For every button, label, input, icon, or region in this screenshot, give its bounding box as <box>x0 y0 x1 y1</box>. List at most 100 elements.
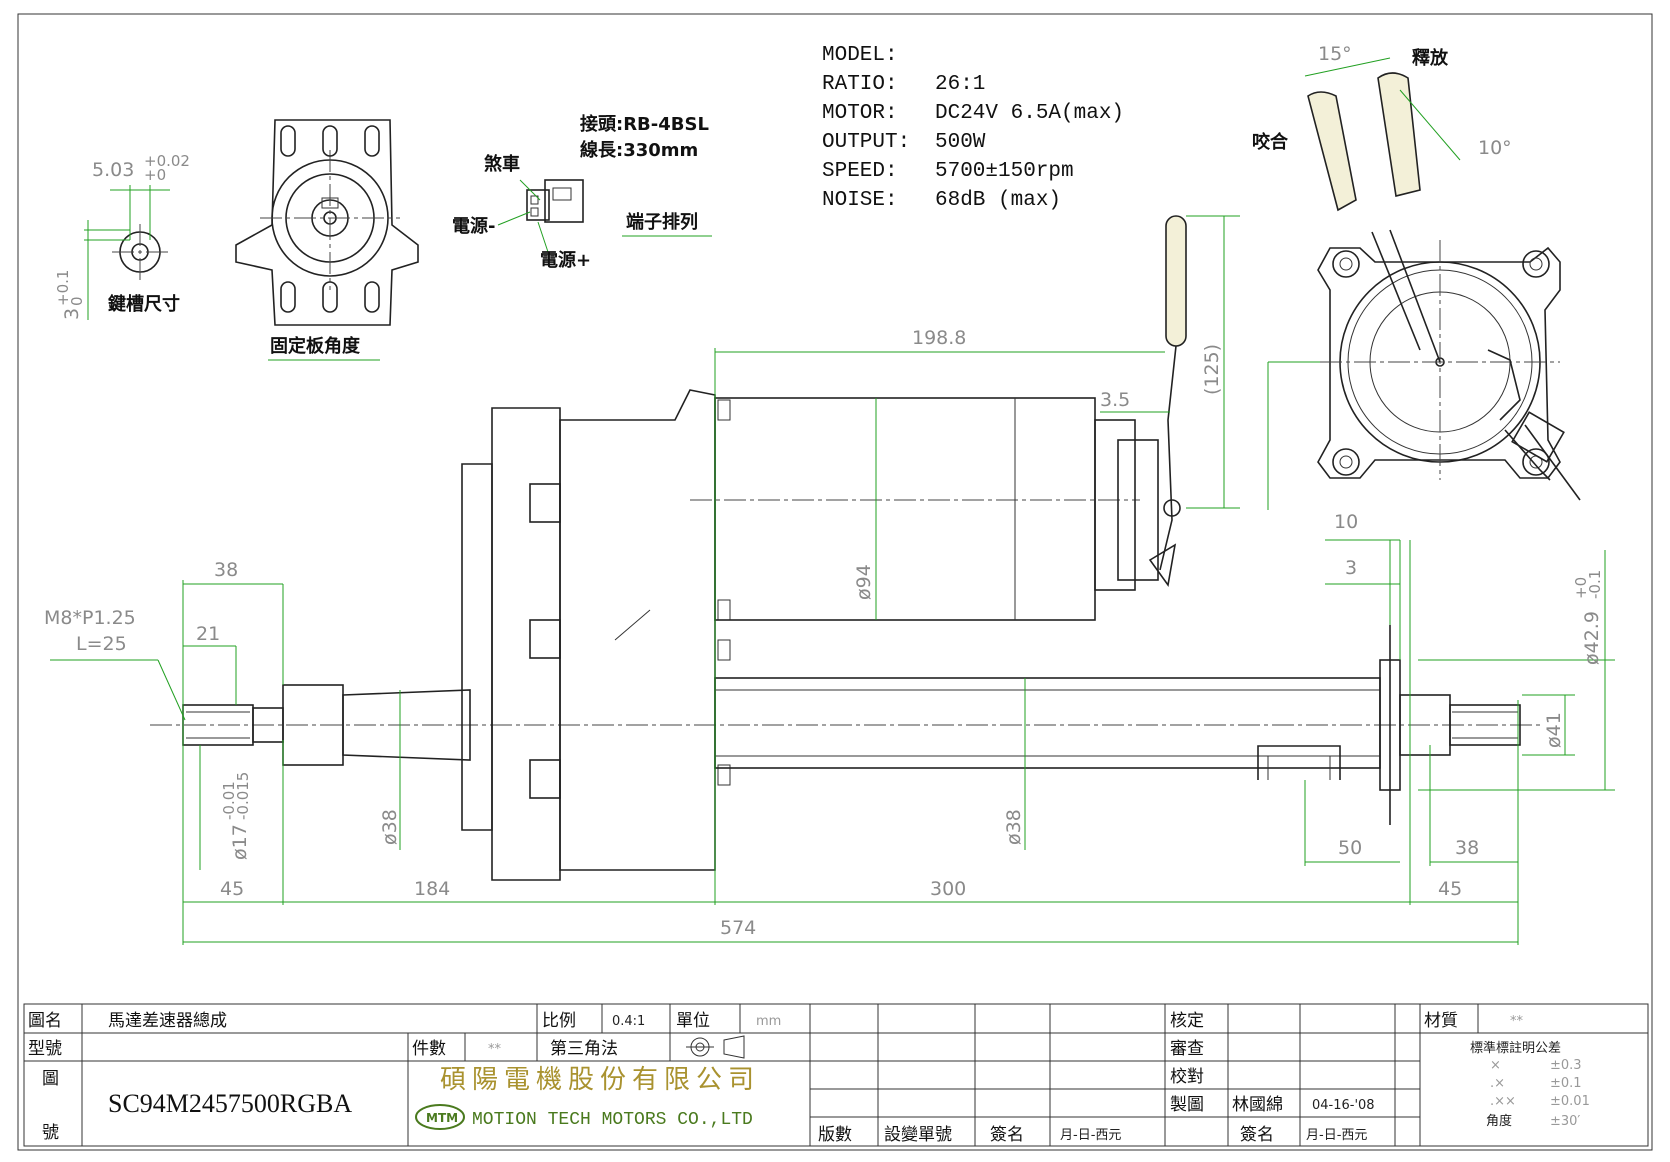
dim-38-left: 38 <box>214 559 238 581</box>
tb-tol-value-0: ±0.3 <box>1550 1058 1582 1073</box>
dim-phi17: ø17 <box>229 824 251 860</box>
motor-brake-cap <box>1094 419 1136 591</box>
gearbox-housing <box>559 389 716 871</box>
tb-change-no: 設變單號 <box>884 1125 952 1145</box>
dim-198-8: 198.8 <box>912 327 966 349</box>
dim-50: 50 <box>1338 837 1362 859</box>
connector-body <box>544 179 584 223</box>
dim-phi42-9-tol: +0-0.1 <box>1572 570 1604 599</box>
tb-tol-value-1: ±0.1 <box>1550 1076 1582 1091</box>
spec-output-value: 500W <box>935 131 986 154</box>
motor-body <box>714 397 1096 621</box>
brake-lever-detail: 15° 10° 釋放 咬合 <box>1252 43 1581 510</box>
lever-engaged-handle <box>1307 91 1357 212</box>
spec-model-label: MODEL: <box>822 44 898 67</box>
keyway-label: 鍵槽尺寸 <box>108 293 180 315</box>
tb-projection: 第三角法 <box>550 1039 618 1059</box>
spec-speed-label: SPEED: <box>822 160 898 183</box>
dim-phi38-shaft: ø38 <box>379 809 401 845</box>
title-block: 圖名 馬達差速器總成 比例 0.4:1 單位 mm 型號 件數 ** 第三角法 … <box>23 1003 1649 1147</box>
dimension-lines <box>50 215 1615 945</box>
dim-phi17-tol: -0.01-0.015 <box>220 772 252 820</box>
motor-brake-lever-handle <box>1165 215 1187 347</box>
spec-output-label: OUTPUT: <box>822 131 910 154</box>
tb-check: 校對 <box>1170 1067 1204 1087</box>
drawing-frame <box>17 13 1653 1151</box>
keyway-depth-tol-lower: 0 <box>68 296 86 306</box>
tb-date-format: 月-日-西元 <box>1060 1128 1121 1143</box>
tb-drawno-label-1: 圖 <box>42 1069 59 1089</box>
tb-company-logo: MTM <box>426 1111 458 1125</box>
dim-phi38-tube: ø38 <box>1003 809 1025 845</box>
dim-574: 574 <box>720 917 756 939</box>
connector-detail: 接頭:RB-4BSL 線長:330mm 煞車 電源- 電源+ 端子排列 <box>452 113 712 271</box>
dim-phi42-9: ø42.9 <box>1581 611 1603 665</box>
motor-gear-assembly <box>150 215 1540 881</box>
tb-drawn: 製圖 <box>1170 1095 1204 1115</box>
lever-released-handle <box>1377 72 1421 197</box>
dim-3: 3 <box>1345 557 1357 579</box>
keyway-width-tol-upper: +0.02 <box>144 152 190 170</box>
tb-company-en: MOTION TECH MOTORS CO.,LTD <box>472 1110 753 1130</box>
projection-symbol-icon <box>686 1035 745 1059</box>
tb-drawn-by: 林國綿 <box>1232 1095 1283 1115</box>
spec-motor-value: DC24V 6.5A(max) <box>935 102 1124 125</box>
lever-engage-label: 咬合 <box>1252 131 1289 153</box>
tb-drawno-label-2: 號 <box>42 1123 59 1143</box>
dim-phi94: ø94 <box>853 564 875 600</box>
tb-drawn-date: 04-16-'08 <box>1312 1098 1375 1113</box>
tb-qty-label: 件數 <box>412 1039 446 1059</box>
company-logo-icon: MTM <box>415 1104 465 1130</box>
tb-model-label: 型號 <box>28 1039 62 1059</box>
dim-thread: M8*P1.25 <box>44 607 136 629</box>
keyway-width: 5.03 <box>92 159 134 181</box>
tb-unit-value: mm <box>756 1014 781 1029</box>
dim-38-right: 38 <box>1455 837 1479 859</box>
tb-tol-value-3: ±30′ <box>1550 1114 1580 1129</box>
tb-material-label: 材質 <box>1424 1011 1458 1031</box>
dim-125: (125) <box>1201 344 1223 395</box>
tb-name-value: 馬達差速器總成 <box>108 1011 227 1031</box>
tb-qty-value: ** <box>488 1042 502 1057</box>
tb-scale-label: 比例 <box>542 1011 576 1031</box>
dimension-labels: 198.8 3.5 (125) ø94 38 21 M8*P1.25 L=25 … <box>44 327 1604 939</box>
tb-drawno-value: SC94M2457500RGBA <box>108 1089 352 1118</box>
tb-approve: 核定 <box>1170 1011 1204 1031</box>
connector-power-pos: 電源+ <box>540 249 591 271</box>
tb-tol-value-2: ±0.01 <box>1550 1094 1590 1109</box>
tb-revision: 版數 <box>818 1125 852 1145</box>
dim-300: 300 <box>930 878 966 900</box>
dim-thread-length: L=25 <box>76 633 127 655</box>
right-axle-tube <box>714 677 1381 769</box>
tb-tol-key-0: × <box>1490 1058 1501 1073</box>
spec-speed-value: 5700±150rpm <box>935 160 1074 183</box>
spec-ratio-value: 26:1 <box>935 73 985 96</box>
spec-motor-label: MOTOR: <box>822 102 898 125</box>
keyway-detail: 5.03 +0.02 +0 3 +0.1 0 鍵槽尺寸 <box>54 152 190 320</box>
dim-3-5: 3.5 <box>1100 389 1130 411</box>
spec-noise-label: NOISE: <box>822 189 898 212</box>
dim-184: 184 <box>414 878 450 900</box>
plate-label: 固定板角度 <box>270 335 361 357</box>
dim-45-left: 45 <box>220 878 244 900</box>
bracket <box>1257 745 1341 780</box>
tb-name-label: 圖名 <box>28 1011 62 1031</box>
left-axle-tube <box>342 689 471 761</box>
dim-10: 10 <box>1334 511 1358 533</box>
dim-phi41: ø41 <box>1543 712 1565 748</box>
tb-material-value: ** <box>1510 1014 1524 1029</box>
tb-unit-label: 單位 <box>676 1011 710 1031</box>
connector-terminal-layout: 端子排列 <box>626 211 698 233</box>
spec-block: MODEL: RATIO: 26:1 MOTOR: DC24V 6.5A(max… <box>822 44 1124 212</box>
keyway-depth-tol-upper: +0.1 <box>54 270 72 306</box>
spec-ratio-label: RATIO: <box>822 73 898 96</box>
connector-wire-length: 線長:330mm <box>580 139 698 161</box>
tb-sign: 簽名 <box>990 1125 1024 1145</box>
tb-date-format-2: 月-日-西元 <box>1306 1128 1367 1143</box>
gearbox-flange <box>491 407 561 881</box>
lever-angle-15: 15° <box>1318 43 1352 65</box>
connector-brake: 煞車 <box>484 153 520 175</box>
tb-tol-key-2: .×× <box>1490 1094 1516 1109</box>
tb-tol-key-3: 角度 <box>1486 1113 1512 1129</box>
